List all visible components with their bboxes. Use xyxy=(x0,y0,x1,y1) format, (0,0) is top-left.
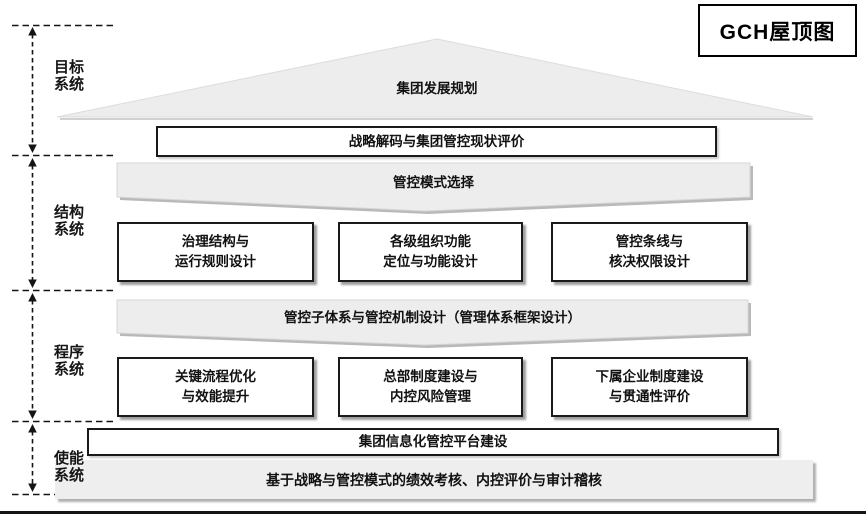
box-text-line: 定位与功能设计 xyxy=(383,254,478,269)
roof-triangle xyxy=(56,38,814,118)
box-text-line: 总部制度建设与 xyxy=(383,369,478,385)
box-text-line: 与贯通性评价 xyxy=(609,389,690,404)
box-text: 关键流程优化 与效能提升 xyxy=(175,367,256,406)
box-text: 各级组织功能 定位与功能设计 xyxy=(383,232,478,271)
structure-box-governance: 治理结构与 运行规则设计 xyxy=(117,222,314,282)
box-text-line: 与效能提升 xyxy=(181,389,250,404)
arrow-down-icon xyxy=(28,144,37,153)
section-label-procedure-system: 程序 系统 xyxy=(46,344,92,378)
structure-box-control-lines: 管控条线与 核决权限设计 xyxy=(551,222,748,282)
subsystem-band-label: 管控子体系与管控机制设计（管理体系框架设计） xyxy=(284,310,581,325)
box-text-line: 核决权限设计 xyxy=(609,254,690,269)
arrow-up-icon xyxy=(28,424,37,433)
box-text-line: 运行规则设计 xyxy=(175,254,256,269)
subsystem-band xyxy=(116,299,749,346)
bottom-rule xyxy=(0,511,866,514)
mode-band-label: 管控模式选择 xyxy=(393,174,474,190)
box-text: 治理结构与 运行规则设计 xyxy=(175,232,256,271)
box-text-line: 内控风险管理 xyxy=(390,389,471,404)
performance-bar: 基于战略与管控模式的绩效考核、内控评价与审计稽核 xyxy=(55,460,813,499)
section-label-structure-system: 结构 系统 xyxy=(46,204,92,238)
arrow-up-icon xyxy=(28,293,37,302)
platform-box: 集团信息化管控平台建设 xyxy=(87,428,779,456)
box-text-line: 各级组织功能 xyxy=(390,234,471,250)
box-text-line: 关键流程优化 xyxy=(175,369,256,385)
procedure-box-hq-rules: 总部制度建设与 内控风险管理 xyxy=(338,357,523,417)
left-rail xyxy=(12,24,113,496)
section-label-line: 系统 xyxy=(53,75,84,93)
arrow-down-icon xyxy=(28,410,37,419)
arrow-up-icon xyxy=(28,27,37,36)
box-text-line: 治理结构与 xyxy=(181,234,250,250)
section-label-line: 使能 xyxy=(53,450,84,467)
arrow-down-icon xyxy=(28,483,37,492)
section-label-line: 系统 xyxy=(53,360,84,378)
section-label-goal-system: 目标 系统 xyxy=(46,59,92,93)
strategy-decode-box: 战略解码与集团管控现状评价 xyxy=(156,126,717,157)
title-badge: GCH屋顶图 xyxy=(698,4,857,57)
section-label-line: 程序 xyxy=(53,344,84,361)
box-text: 总部制度建设与 内控风险管理 xyxy=(383,367,478,406)
arrow-up-icon xyxy=(28,158,37,167)
mode-band xyxy=(116,162,751,212)
section-label-line: 目标 xyxy=(53,59,84,76)
section-label-line: 结构 xyxy=(53,204,84,221)
procedure-box-subsidiary-rules: 下属企业制度建设 与贯通性评价 xyxy=(551,357,748,417)
box-text: 管控条线与 核决权限设计 xyxy=(609,232,690,271)
structure-box-org-function: 各级组织功能 定位与功能设计 xyxy=(338,222,523,282)
section-label-enabling-system: 使能 系统 xyxy=(46,450,92,484)
box-text-line: 管控条线与 xyxy=(615,234,684,250)
box-text: 下属企业制度建设 与贯通性评价 xyxy=(596,367,704,406)
section-label-line: 系统 xyxy=(53,466,84,484)
procedure-box-process-optimization: 关键流程优化 与效能提升 xyxy=(117,357,314,417)
box-text-line: 下属企业制度建设 xyxy=(595,369,704,385)
arrow-down-icon xyxy=(28,279,37,288)
section-label-line: 系统 xyxy=(53,220,84,238)
roof-label: 集团发展规划 xyxy=(396,81,478,96)
